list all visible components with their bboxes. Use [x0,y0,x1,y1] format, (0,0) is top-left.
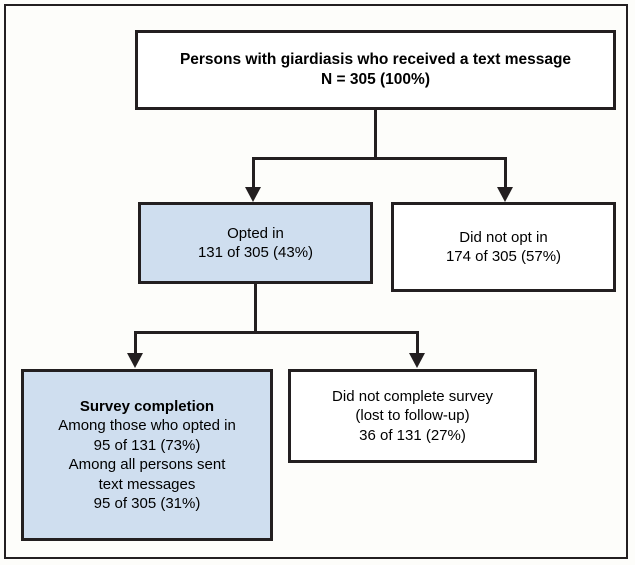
node-survey-completion-line-5: text messages [98,475,196,493]
arrowhead-survey-completion-icon [127,353,143,368]
node-opted-in-line-1: Opted in [227,224,284,242]
connector-opted-in-to-survey-completion [134,331,137,354]
arrowhead-not-opted-in-icon [497,187,513,202]
node-survey-completion: Survey completion Among those who opted … [21,369,273,541]
connector-opted-in-to-not-completed [416,331,419,354]
connector-opted-in-stem [254,284,257,333]
node-not-completed: Did not complete survey (lost to follow-… [288,369,537,463]
node-total-line-2: N = 305 (100%) [321,71,430,88]
node-not-completed-line-2: (lost to follow-up) [355,407,470,425]
connector-total-to-not-opted-in [504,157,507,188]
arrowhead-not-completed-icon [409,353,425,368]
node-survey-completion-line-3: 95 of 131 (73%) [93,436,201,454]
node-opted-in: Opted in 131 of 305 (43%) [138,202,373,284]
node-total-line-1: Persons with giardiasis who received a t… [179,50,572,68]
node-survey-completion-line-1: Survey completion [79,397,215,415]
node-total: Persons with giardiasis who received a t… [135,30,616,110]
connector-opted-in-bar [134,331,419,334]
node-not-completed-line-1: Did not complete survey [332,387,493,405]
connector-total-to-opted-in [252,157,255,188]
node-opted-in-line-2: 131 of 305 (43%) [197,244,314,261]
node-survey-completion-line-6: 95 of 305 (31%) [93,495,201,512]
node-not-opted-in: Did not opt in 174 of 305 (57%) [391,202,616,292]
arrowhead-opted-in-icon [245,187,261,202]
node-survey-completion-line-2: Among those who opted in [58,417,236,434]
node-survey-completion-line-4: Among all persons sent [68,456,226,473]
node-not-completed-line-3: 36 of 131 (27%) [359,426,466,444]
node-not-opted-in-line-1: Did not opt in [459,228,548,246]
connector-total-bar [252,157,507,160]
node-not-opted-in-line-2: 174 of 305 (57%) [445,248,562,265]
connector-total-stem [374,110,377,159]
